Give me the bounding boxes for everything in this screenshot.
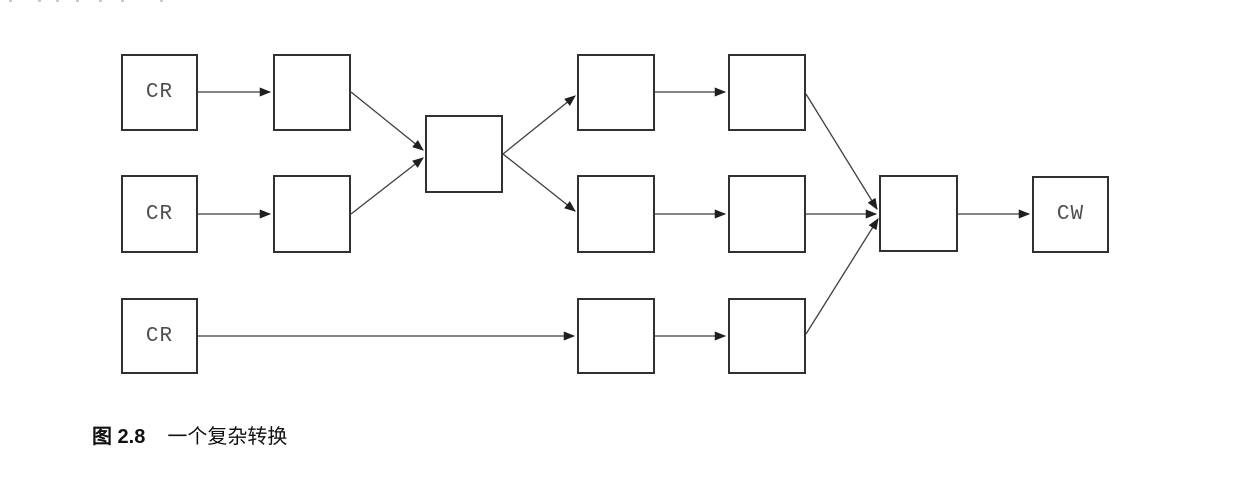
node-box-join [425,115,503,193]
node-box-top-b [577,54,655,131]
node-cr-bottom: CR [121,298,198,374]
node-box-bottom-a [577,298,655,374]
node-cr-top-label: CR [145,81,174,104]
node-cw-label: CW [1056,203,1085,226]
node-cw: CW [1032,176,1109,253]
figure-caption-number: 图 2.8 [92,426,146,448]
node-box-top-c [728,54,806,131]
figure-caption: 图 2.8 一个复杂转换 [92,420,287,449]
node-box-middle-c [728,175,806,253]
node-box-middle-b [577,175,655,253]
node-box-bottom-b [728,298,806,374]
node-cr-bottom-label: CR [145,324,174,348]
node-box-middle-a [273,175,351,253]
edge-boxjoin-boxmidb [502,153,576,212]
edge-boxtopc-boxmerge [805,93,878,210]
edge-boxbotb-boxmerge [805,218,879,335]
node-cr-top: CR [121,54,198,131]
node-cr-middle-label: CR [145,202,174,226]
edge-boxmida-boxjoin [350,157,424,215]
node-cr-middle: CR [121,175,198,253]
edge-boxjoin-boxtopb [502,95,576,155]
clipped-text-fragment [0,0,200,3]
node-box-merge [879,175,958,252]
figure-caption-title: 一个复杂转换 [167,426,288,448]
edge-boxtopa-boxjoin [350,91,424,151]
node-box-top-a [273,54,351,131]
